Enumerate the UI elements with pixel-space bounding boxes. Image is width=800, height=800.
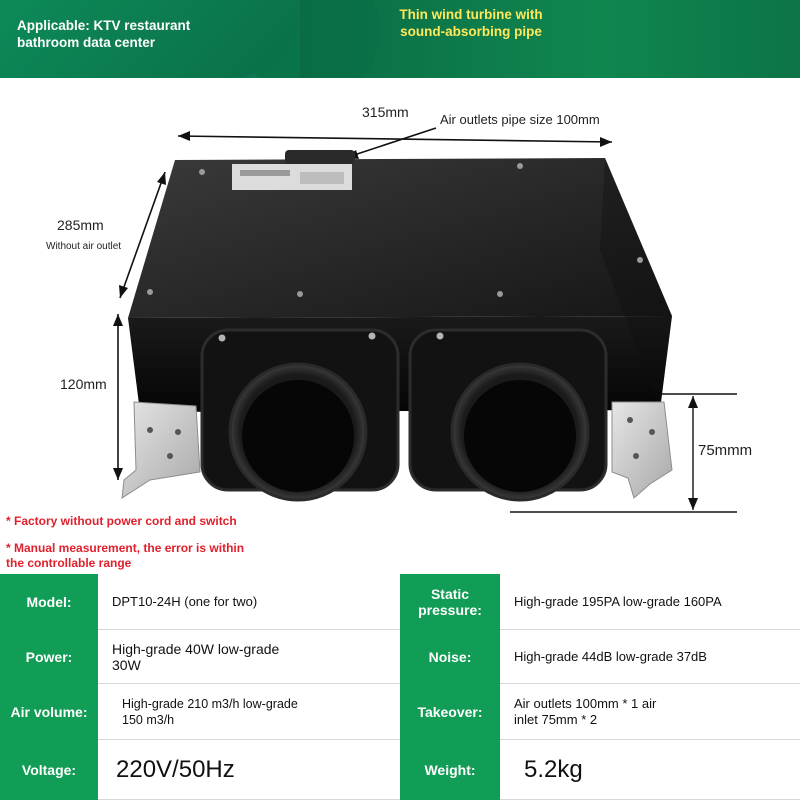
takeover-value: Air outlets 100mm * 1 air inlet 75mm * 2: [500, 684, 800, 740]
depth-dimension: [119, 171, 166, 299]
top-banner: Applicable: KTV restaurant bathroom data…: [0, 0, 800, 78]
voltage-value: 220V/50Hz: [98, 740, 400, 800]
depth-note-label: Without air outlet: [46, 241, 122, 252]
feature-text: Thin wind turbine with sound-absorbing p…: [399, 7, 543, 39]
air-volume-value: High-grade 210 m3/h low-grade 150 m3/h: [98, 684, 400, 740]
air-volume-label: Air volume:: [0, 684, 98, 740]
table-row: Power: High-grade 40W low-grade 30W Nois…: [0, 630, 800, 684]
depth-label: 285mm: [57, 217, 104, 233]
width-dimension: [177, 127, 613, 159]
weight-label: Weight:: [400, 740, 500, 800]
ventilator-illustration: [113, 127, 737, 513]
static-pressure-value: High-grade 195PA low-grade 160PA: [500, 574, 800, 630]
weight-value: 5.2kg: [500, 740, 800, 800]
noise-value: High-grade 44dB low-grade 37dB: [500, 630, 800, 684]
mounting-bracket-right: [611, 401, 673, 499]
note-measurement: * Manual measurement, the error is withi…: [6, 541, 245, 570]
height-label: 120mm: [60, 376, 107, 392]
inlet-label: 75mmm: [698, 442, 753, 459]
table-row: Model: DPT10-24H (one for two) Static pr…: [0, 574, 800, 630]
spec-table: Model: DPT10-24H (one for two) Static pr…: [0, 574, 800, 800]
product-figure: 315mm Air outlets pipe size 100mm 285mm …: [0, 80, 800, 570]
mounting-bracket-left: [121, 401, 201, 499]
note-power-cord: * Factory without power cord and switch: [6, 514, 237, 528]
model-value: DPT10-24H (one for two): [98, 574, 400, 630]
outlet-pipe-label: Air outlets pipe size 100mm: [440, 112, 600, 127]
air-outlet-right: [408, 328, 608, 502]
model-label: Model:: [0, 574, 98, 630]
height-dimension: [113, 314, 123, 480]
voltage-label: Voltage:: [0, 740, 98, 800]
air-outlet-left: [200, 328, 400, 502]
power-value: High-grade 40W low-grade 30W: [98, 630, 400, 684]
width-label: 315mm: [362, 104, 409, 120]
table-row: Air volume: High-grade 210 m3/h low-grad…: [0, 684, 800, 740]
power-label: Power:: [0, 630, 98, 684]
static-pressure-label: Static pressure:: [400, 574, 500, 630]
banner-left-panel: [0, 0, 300, 78]
applicable-text: Applicable: KTV restaurant bathroom data…: [17, 18, 191, 50]
banner-right-panel: [300, 0, 800, 78]
table-row: Voltage: 220V/50Hz Weight: 5.2kg: [0, 740, 800, 800]
takeover-label: Takeover:: [400, 684, 500, 740]
noise-label: Noise:: [400, 630, 500, 684]
